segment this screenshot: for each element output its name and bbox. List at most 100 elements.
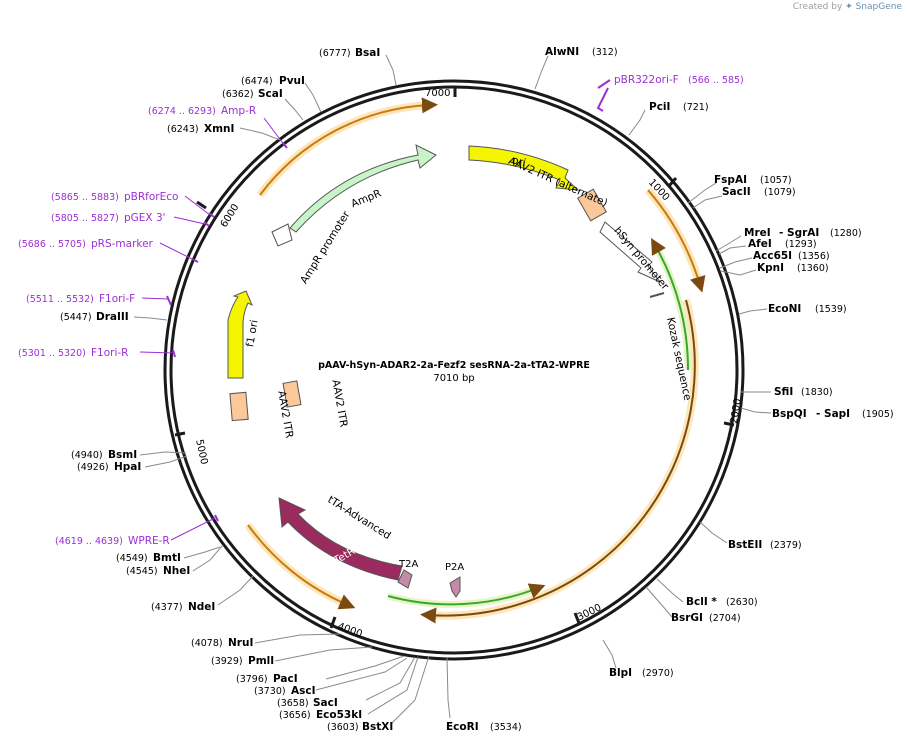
svg-text:(6474): (6474) [241,76,273,87]
enzyme-eco53ki[interactable]: (3656)Eco53kI [279,709,362,721]
svg-text:(6274 .. 6293): (6274 .. 6293) [148,106,216,117]
enzyme-scai[interactable]: (6362)ScaI [222,88,283,100]
svg-text:AscI: AscI [291,685,316,697]
svg-text:- SgrAI: - SgrAI [779,227,819,239]
svg-text:(721): (721) [683,102,709,113]
svg-text:SacII: SacII [722,186,751,198]
svg-text:(3730): (3730) [254,686,286,697]
primer-prs-marker[interactable]: (5686 .. 5705)pRS-marker [18,238,154,250]
svg-text:(1293): (1293) [785,239,817,250]
svg-text:AfeI: AfeI [748,238,772,250]
tick-label-5000: 5000 [193,438,209,465]
enzyme-bsai[interactable]: (6777) BsaI [319,47,380,59]
svg-text:(1830): (1830) [801,387,833,398]
enzyme-fspai[interactable]: FspAI(1057) [714,174,792,186]
svg-text:pBRforEco: pBRforEco [124,191,178,203]
itr-left-box [229,391,249,422]
svg-text:(3656): (3656) [279,710,311,721]
primer-f1ori-f[interactable]: (5511 .. 5532)F1ori-F [26,293,135,305]
svg-text:PciI: PciI [649,101,670,113]
tick-label-7000: 7000 [425,88,450,99]
enzyme-nrui[interactable]: (4078)NruI [191,637,253,649]
enzyme-paci[interactable]: (3796)PacI [236,673,298,685]
tick-marks [174,86,735,629]
enzyme-ecori[interactable]: EcoRI(3534) [446,721,522,733]
svg-text:(2379): (2379) [770,540,802,551]
ampr-promoter-arrow [271,223,293,247]
itr-inner-box [282,380,302,408]
enzyme-xmni[interactable]: (6243)XmnI [167,123,234,135]
primer-f1ori-r[interactable]: (5301 .. 5320) F1ori-R [18,347,128,359]
enzyme-acc65i[interactable]: Acc65I(1356) [753,250,830,262]
enzyme-mrei[interactable]: MreI- SgrAI(1280) [744,227,862,239]
primer-pbr322ori-f[interactable]: pBR322ori-F(566 .. 585) [614,74,744,86]
enzyme-sfii[interactable]: SfiI(1830) [774,386,833,398]
enzyme-bsmi[interactable]: (4940)BsmI [71,449,137,461]
enzyme-kpni[interactable]: KpnI(1360) [757,262,829,274]
svg-text:(6777): (6777) [319,48,351,59]
enzyme-pvui[interactable]: (6474)PvuI [241,75,305,87]
enzyme-econi[interactable]: EcoNI(1539) [768,303,847,315]
svg-text:NruI: NruI [228,637,253,649]
label-ampr: AmpR [349,187,383,210]
f1ori-arrow [227,290,253,379]
svg-text:(5301 .. 5320): (5301 .. 5320) [18,348,86,359]
primer-pgex3[interactable]: (5805 .. 5827)pGEX 3' [51,212,166,224]
svg-text:(1905): (1905) [862,409,894,420]
tick-label-2000: 2000 [729,398,744,425]
svg-text:(3796): (3796) [236,674,268,685]
svg-text:(5865 .. 5883): (5865 .. 5883) [51,192,119,203]
enzyme-blpi[interactable]: BlpI(2970) [609,667,674,679]
tetr-arrow [278,497,403,581]
svg-text:(4377): (4377) [151,602,183,613]
svg-text:(1280): (1280) [830,228,862,239]
enzyme-nhei[interactable]: (4545)NheI [126,565,190,577]
svg-text:NheI: NheI [163,565,190,577]
enzyme-bstxi[interactable]: (3603)BstXI [327,721,393,733]
primer-amp-r[interactable]: (6274 .. 6293) Amp-R [148,105,256,117]
backbone-outer [163,79,745,661]
kozak-mark [649,292,665,298]
enzyme-bsrgi[interactable]: BsrGI (2704) [671,612,741,624]
enzyme-hpai[interactable]: (4926)HpaI [77,461,141,473]
tick-label-4000: 4000 [336,621,364,640]
svg-text:BmtI: BmtI [153,552,181,564]
enzyme-bspqi[interactable]: BspQI- SapI(1905) [772,408,894,420]
enzyme-bcli[interactable]: BclI *(2630) [686,596,758,608]
svg-text:XmnI: XmnI [204,123,234,135]
inner-features [227,144,665,598]
svg-text:Acc65I: Acc65I [753,250,792,262]
enzyme-draiii[interactable]: (5447)DraIII [60,311,129,323]
svg-text:EcoNI: EcoNI [768,303,801,315]
enzyme-bsteii[interactable]: BstEII(2379) [728,539,802,551]
snapgene-credit: Created by ✦ SnapGene [793,2,902,12]
svg-text:Amp-R: Amp-R [221,105,256,117]
enzyme-bmti[interactable]: (4549)BmtI [116,552,181,564]
primer-marks [166,79,611,522]
svg-text:F1ori-R: F1ori-R [91,347,128,359]
svg-text:ScaI: ScaI [258,88,283,100]
svg-text:(2704): (2704) [709,613,741,624]
svg-text:BclI *: BclI * [686,596,717,608]
enzyme-pmli[interactable]: (3929)PmlI [211,655,274,667]
enzyme-ndei[interactable]: (4377)NdeI [151,601,215,613]
hsyn-arrow [599,221,661,283]
enzyme-alwni[interactable]: AlwNI(312) [545,46,618,58]
plasmid-name: pAAV-hSyn-ADAR2-2a-Fezf2 sesRNA-2a-tTA2-… [318,360,590,371]
svg-text:(5511 .. 5532): (5511 .. 5532) [26,294,94,305]
enzyme-afei[interactable]: AfeI (1293) [748,238,817,250]
label-ori: ori [511,154,527,169]
svg-text:BsaI: BsaI [355,47,380,59]
enzyme-pcii[interactable]: PciI (721) [649,101,709,113]
svg-text:BspQI: BspQI [772,408,807,420]
enzyme-sacii[interactable]: SacII(1079) [722,186,796,198]
svg-text:(5805 .. 5827): (5805 .. 5827) [51,213,119,224]
label-p2a: P2A [445,562,464,573]
primer-pbrforeco[interactable]: (5865 .. 5883) pBRforEco [51,191,178,203]
svg-text:BsrGI: BsrGI [671,612,703,624]
p2a-arrow [449,576,461,598]
enzyme-asci[interactable]: (3730) AscI [254,685,316,697]
highlight-arcs [244,97,706,624]
enzyme-saci[interactable]: (3658)SacI [277,697,338,709]
primer-wpre-r[interactable]: (4619 .. 4639)WPRE-R [55,535,170,547]
